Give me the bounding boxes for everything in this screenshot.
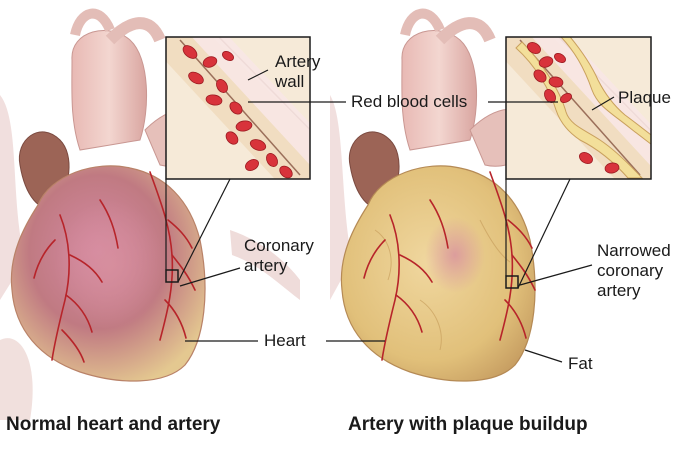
coronary-artery-marker [165, 269, 179, 283]
fat-label: Fat [568, 354, 593, 373]
normal-heart-caption: Normal heart and artery [6, 414, 221, 435]
narrowed-coronary-artery-label: Narrowed coronary artery [597, 241, 671, 300]
plaque-deposit [515, 41, 644, 179]
plaque-label: Plaque [618, 88, 671, 107]
plaque-deposit-opposite [560, 37, 651, 145]
heart-label: Heart [264, 331, 306, 350]
normal-heart-illustration [0, 8, 300, 420]
red-blood-cells-normal [182, 45, 293, 179]
coronary-artery-label: Coronary artery [244, 236, 314, 275]
plaque-buildup-caption: Artery with plaque buildup [348, 414, 588, 435]
red-blood-cells-label: Red blood cells [351, 92, 468, 111]
red-blood-cells-plaque [527, 42, 620, 174]
plaque-heart-illustration [330, 8, 536, 382]
plaque-artery-inset [505, 36, 652, 180]
normal-artery-inset [165, 36, 311, 180]
leader-lines [165, 69, 615, 363]
narrowed-artery-marker [505, 275, 519, 289]
artery-wall-label: Artery wall [275, 52, 321, 91]
